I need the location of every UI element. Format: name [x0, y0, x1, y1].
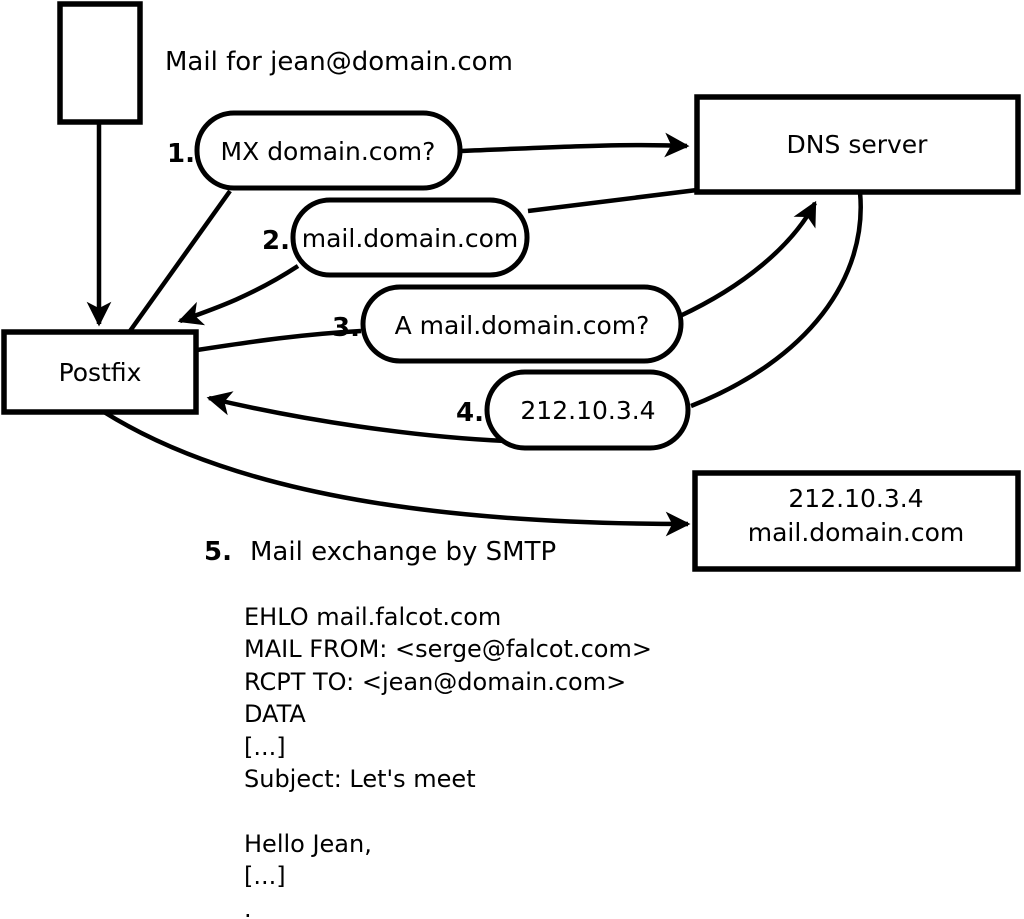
arrow-reply-mx-to-postfix	[177, 264, 300, 326]
pill-reply-a	[484, 369, 691, 451]
mail-host-ip: 212.10.3.4	[788, 484, 923, 513]
diagram-title: Mail for jean@domain.com	[165, 47, 513, 77]
smtp-line-rcpt-to: RCPT TO: <jean@domain.com>	[244, 667, 627, 696]
pill-query-mx-label: MX domain.com?	[221, 137, 436, 166]
smtp-line-blank	[244, 795, 652, 827]
smtp-line-ellipsis-2: [...]	[244, 862, 286, 891]
smtp-line-data: DATA	[244, 700, 306, 729]
step-2-number: 2.	[262, 226, 290, 256]
pill-query-a	[360, 284, 684, 364]
step-4-number: 4.	[456, 398, 484, 428]
mail-host-name: mail.domain.com	[748, 518, 964, 547]
mail-envelope-icon	[57, 1, 143, 125]
line-dns-to-reply-a	[690, 191, 863, 409]
smtp-line-ehlo: EHLO mail.falcot.com	[244, 603, 502, 631]
pill-query-a-label: A mail.domain.com?	[395, 311, 650, 340]
smtp-line-hello: Hello Jean,	[244, 829, 372, 858]
line-postfix-to-query-a	[196, 328, 362, 353]
postfix-label: Postfix	[59, 358, 142, 387]
pill-reply-mx-label: mail.domain.com	[302, 224, 518, 253]
smtp-transcript: EHLO mail.falcot.com MAIL FROM: <serge@f…	[244, 601, 652, 919]
step-5-number: 5.	[204, 537, 232, 567]
step-1-number: 1.	[167, 139, 195, 169]
arrow-query-mx-to-dns	[459, 132, 690, 158]
dns-server-label: DNS server	[787, 130, 929, 159]
postfix-node	[1, 329, 199, 415]
step-3-number: 3.	[332, 313, 360, 343]
pill-reply-mx	[290, 197, 530, 278]
smtp-line-subject: Subject: Let's meet	[244, 764, 476, 793]
pill-query-mx	[194, 110, 463, 191]
smtp-line-ellipsis-1: [...]	[244, 732, 286, 761]
line-postfix-to-query-mx	[128, 189, 232, 333]
mail-host-node	[692, 470, 1021, 572]
arrow-postfix-to-mailhost-smtp	[102, 410, 691, 537]
step-5-label: Mail exchange by SMTP	[250, 537, 556, 567]
smtp-line-mail-from: MAIL FROM: <serge@falcot.com>	[244, 635, 652, 664]
pill-reply-a-label: 212.10.3.4	[520, 396, 655, 425]
dns-server-node	[694, 94, 1021, 195]
smtp-line-end-dot: .	[244, 894, 252, 919]
line-dns-to-reply-mx	[527, 187, 698, 214]
arrow-reply-a-to-postfix	[206, 391, 507, 444]
arrow-query-a-to-dns	[679, 200, 817, 319]
